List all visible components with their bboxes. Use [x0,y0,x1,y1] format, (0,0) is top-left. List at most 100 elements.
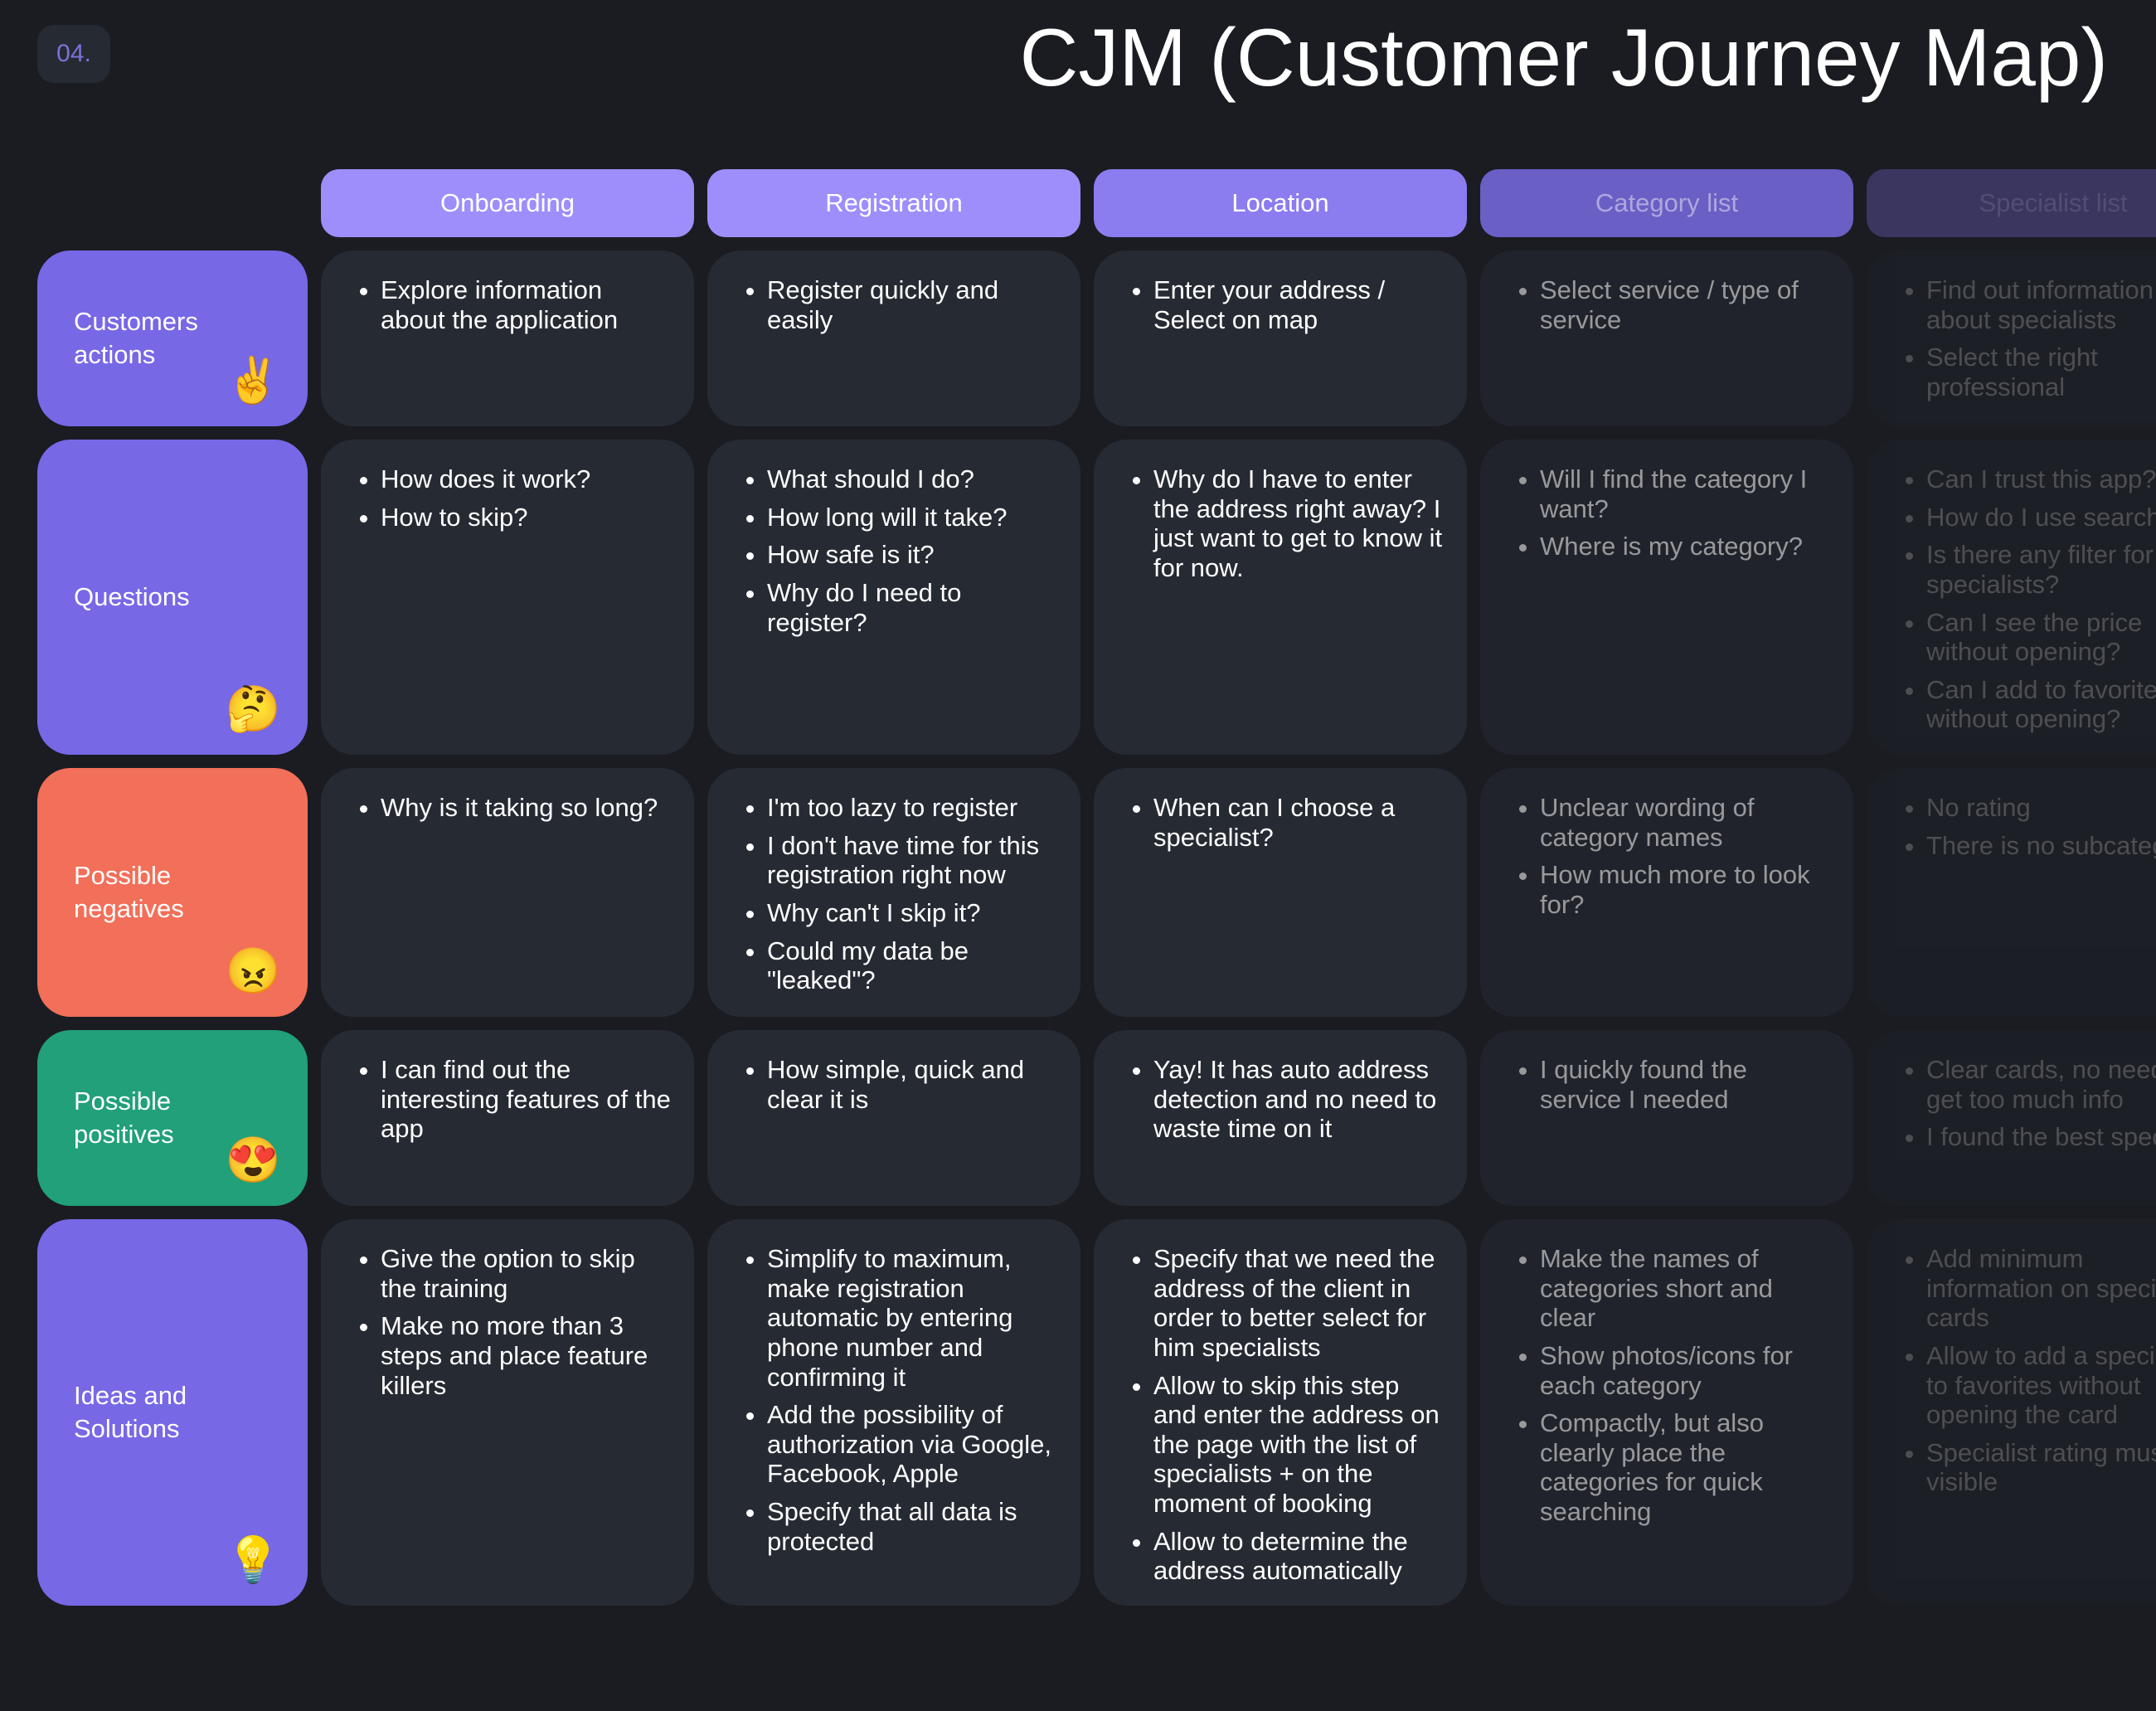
bullet-list: Give the option to skip the trainingMake… [344,1244,671,1400]
journey-cell-possible-positives-onboarding: I can find out the interesting features … [321,1030,694,1206]
row-header-questions: Questions 🤔 [37,440,308,755]
bullet-list: How simple, quick and clear it is [731,1055,1057,1114]
journey-cell-customers-actions-onboarding: Explore information about the applicatio… [321,250,694,426]
bullet-list: I quickly found the service I needed [1503,1055,1830,1114]
bullet-list: Can I trust this app? How do I use search… [1890,464,2156,734]
bullet-list: Will I find the category I want?Where is… [1503,464,1830,561]
bullet-list: Simplify to maximum, make registration a… [731,1244,1057,1556]
journey-cell-possible-negatives-category-list: Unclear wording of category namesHow muc… [1480,768,1853,1017]
list-item: Allow to skip this step and enter the ad… [1153,1371,1444,1519]
bullet-list: Why is it taking so long? [344,793,671,823]
list-item: Explore information about the applicatio… [381,275,671,334]
list-item: Allow to determine the address automatic… [1153,1527,1444,1586]
list-item: How do I use search? [1926,503,2156,532]
list-item: Why is it taking so long? [381,793,671,823]
journey-cell-customers-actions-specialist-list: Find out information about specialistsSe… [1867,250,2156,426]
journey-cell-ideas-and-solutions-specialist-list: Add minimum information on specialist ca… [1867,1219,2156,1606]
journey-cell-ideas-and-solutions-onboarding: Give the option to skip the trainingMake… [321,1219,694,1606]
list-item: Specialist rating must be visible [1926,1438,2156,1497]
list-item: There is no subcategory [1926,831,2156,861]
bullet-list: When can I choose a specialist? [1117,793,1444,852]
list-item: Can I add to favorites without opening? [1926,675,2156,734]
bullet-list: What should I do?How long will it take?H… [731,464,1057,637]
bullet-list: Add minimum information on specialist ca… [1890,1244,2156,1497]
list-item: Why do I have to enter the address right… [1153,464,1444,583]
stage-header-registration: Registration [707,169,1080,237]
list-item: Can I see the price without opening? [1926,608,2156,667]
bullet-list: Find out information about specialistsSe… [1890,275,2156,402]
list-item: Simplify to maximum, make registration a… [767,1244,1057,1392]
list-item: Could my data be "leaked"? [767,936,1057,995]
list-item: Select service / type of service [1540,275,1830,334]
list-item: Allow to add a specialist to favorites w… [1926,1341,2156,1430]
journey-cell-possible-positives-registration: How simple, quick and clear it is [707,1030,1080,1206]
list-item: Unclear wording of category names [1540,793,1830,852]
journey-cell-ideas-and-solutions-category-list: Make the names of categories short and c… [1480,1219,1853,1606]
journey-cell-possible-negatives-registration: I'm too lazy to register I don't have tim… [707,768,1080,1017]
stage-header-onboarding: Onboarding [321,169,694,237]
list-item: Make no more than 3 steps and place feat… [381,1311,671,1400]
list-item: How safe is it? [767,540,1057,570]
list-item: I'm too lazy to register [767,793,1057,823]
list-item: Specify that all data is protected [767,1497,1057,1556]
journey-cell-possible-positives-location: Yay! It has auto address detection and n… [1094,1030,1467,1206]
row-emoji-icon: 😠 [225,946,281,996]
bullet-list: Unclear wording of category namesHow muc… [1503,793,1830,920]
list-item: Where is my category? [1540,532,1830,561]
row-header-possible-positives: Possible positives 😍 [37,1030,308,1206]
list-item: When can I choose a specialist? [1153,793,1444,852]
bullet-list: Make the names of categories short and c… [1503,1244,1830,1527]
list-item: How simple, quick and clear it is [767,1055,1057,1114]
row-label: Questions [74,581,190,611]
list-item: I found the best specialist [1926,1122,2156,1152]
row-emoji-icon: 🤔 [225,684,281,734]
list-item: Is there any filter for specialists? [1926,540,2156,599]
journey-cell-customers-actions-location: Enter your address / Select on map [1094,250,1467,426]
slide-number-badge: 04. [37,25,110,83]
journey-cell-ideas-and-solutions-registration: Simplify to maximum, make registration a… [707,1219,1080,1606]
row-header-possible-negatives: Possible negatives 😠 [37,768,308,1017]
stage-header-location: Location [1094,169,1467,237]
list-item: Make the names of categories short and c… [1540,1244,1830,1333]
corner-spacer [37,169,308,237]
bullet-list: Clear cards, no need to get too much inf… [1890,1055,2156,1152]
stage-header-specialist-list: Specialist list [1867,169,2156,237]
list-item: Register quickly and easily [767,275,1057,334]
journey-cell-questions-location: Why do I have to enter the address right… [1094,440,1467,755]
journey-cell-questions-category-list: Will I find the category I want?Where is… [1480,440,1853,755]
bullet-list: Specify that we need the address of the … [1117,1244,1444,1586]
list-item: I quickly found the service I needed [1540,1055,1830,1114]
list-item: Yay! It has auto address detection and n… [1153,1055,1444,1144]
bullet-list: I can find out the interesting features … [344,1055,671,1144]
bullet-list: Enter your address / Select on map [1117,275,1444,334]
journey-cell-possible-negatives-specialist-list: No ratingThere is no subcategory [1867,768,2156,1017]
list-item: How to skip? [381,503,671,532]
row-emoji-icon: ✌️ [225,356,281,406]
journey-cell-possible-negatives-location: When can I choose a specialist? [1094,768,1467,1017]
journey-cell-questions-onboarding: How does it work?How to skip? [321,440,694,755]
list-item: How long will it take? [767,503,1057,532]
bullet-list: Yay! It has auto address detection and n… [1117,1055,1444,1144]
journey-cell-customers-actions-category-list: Select service / type of service [1480,250,1853,426]
list-item: Compactly, but also clearly place the ca… [1540,1408,1830,1527]
journey-cell-possible-positives-specialist-list: Clear cards, no need to get too much inf… [1867,1030,2156,1206]
page-title: CJM (Customer Journey Map) [1019,12,2108,103]
list-item: Add the possibility of authorization via… [767,1400,1057,1489]
row-label: Possible positives [74,1086,174,1149]
list-item: No rating [1926,793,2156,823]
row-emoji-icon: 💡 [225,1535,281,1585]
list-item: Specify that we need the address of the … [1153,1244,1444,1363]
journey-cell-questions-registration: What should I do?How long will it take?H… [707,440,1080,755]
row-label: Ideas and Solutions [74,1380,187,1443]
list-item: Find out information about specialists [1926,275,2156,334]
row-label: Possible negatives [74,860,184,923]
bullet-list: Select service / type of service [1503,275,1830,334]
list-item: Give the option to skip the training [381,1244,671,1303]
list-item: Why can't I skip it? [767,898,1057,928]
journey-cell-questions-specialist-list: Can I trust this app? How do I use search… [1867,440,2156,755]
row-emoji-icon: 😍 [225,1135,281,1185]
list-item: Can I trust this app? [1926,464,2156,494]
bullet-list: Register quickly and easily [731,275,1057,334]
row-header-ideas-and-solutions: Ideas and Solutions 💡 [37,1219,308,1606]
list-item: I don't have time for this registration … [767,831,1057,890]
